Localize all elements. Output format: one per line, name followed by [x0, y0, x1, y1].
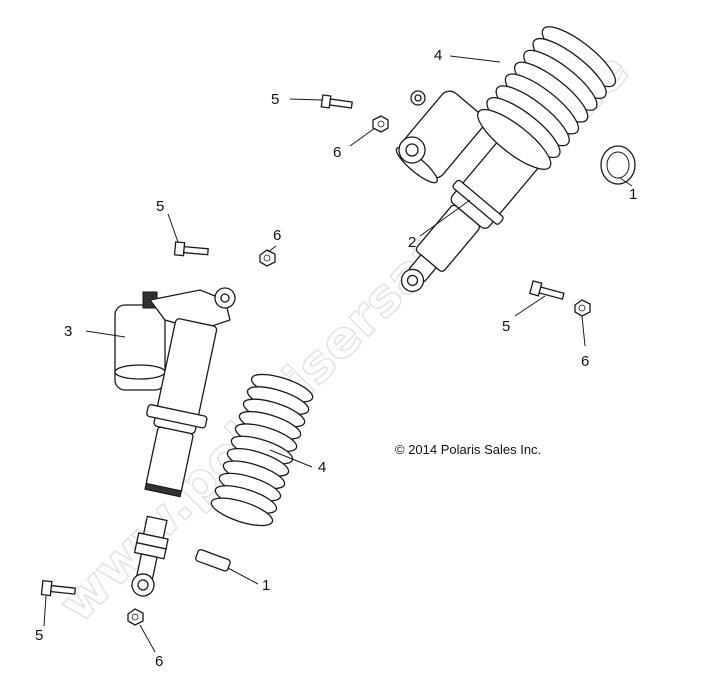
- nut-mid-left: [259, 249, 276, 267]
- callouts: 4 5 6 1 2 5 6 5 6 3 4 1 5 6: [35, 47, 637, 670]
- copyright-text: © 2014 Polaris Sales Inc.: [395, 442, 541, 457]
- spring-left: [210, 373, 314, 527]
- nut-top: [372, 115, 389, 133]
- callout-bolt-bottom: 5: [35, 627, 43, 644]
- bolt-mid-left: [173, 241, 209, 257]
- callout-spring-left: 4: [318, 459, 326, 476]
- leader-lines: [43, 55, 633, 653]
- callout-spacer-left: 1: [262, 577, 270, 594]
- shock-right-body: [400, 117, 555, 293]
- callout-bolt-mid-left: 5: [156, 198, 164, 215]
- bolt-bottom: [40, 579, 77, 597]
- shock-left-body: [131, 318, 218, 597]
- callout-bolt-right: 5: [502, 318, 510, 335]
- nut-right: [574, 299, 591, 317]
- bolt-right: [528, 280, 565, 300]
- nut-bottom: [127, 608, 144, 626]
- spring-right: [477, 26, 617, 170]
- shock-right-assembly: [395, 90, 555, 293]
- callout-nut-bottom: 6: [155, 653, 163, 670]
- shock-left-assembly: [114, 287, 236, 597]
- shock-left-head: [148, 289, 231, 331]
- shock-left-reservoir: [114, 291, 166, 391]
- callout-nut-top: 6: [333, 144, 341, 161]
- spacer-left: [195, 549, 231, 572]
- spacer-ring-right: [600, 145, 636, 185]
- bolt-top: [320, 94, 353, 109]
- callout-spacer-right: 1: [629, 186, 637, 203]
- callout-shock-right: 2: [408, 234, 416, 251]
- callout-shock-left: 3: [64, 323, 72, 340]
- callout-nut-right: 6: [581, 353, 589, 370]
- callout-spring-right: 4: [434, 47, 442, 64]
- callout-bolt-top: 5: [271, 91, 279, 108]
- callout-nut-mid-left: 6: [273, 227, 281, 244]
